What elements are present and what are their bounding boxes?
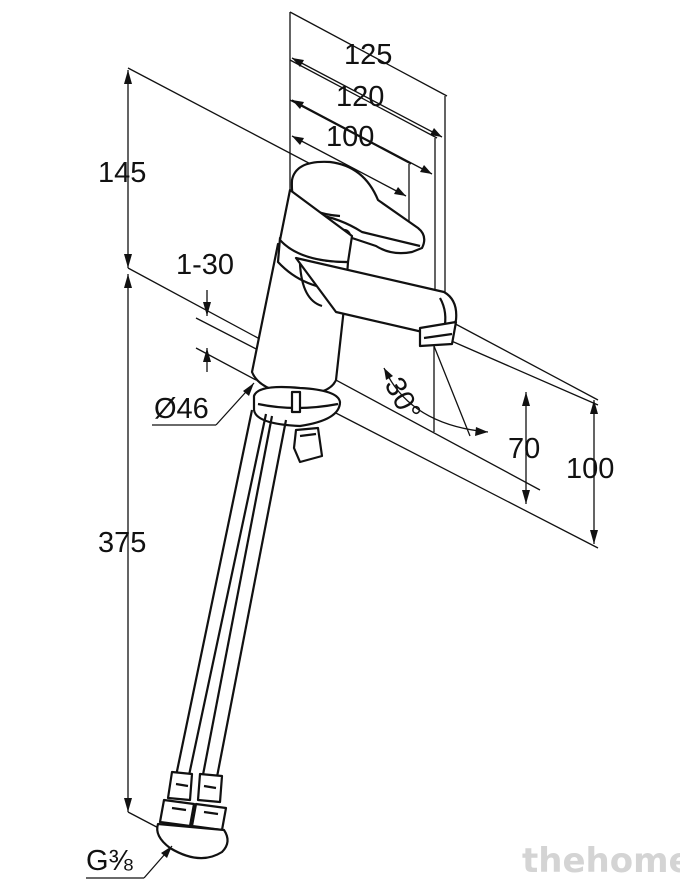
dimension-labels: 125 120 100 145 1-30 Ø46 30° 70 100 375 … (86, 39, 614, 877)
watermark-logo: thehome (522, 841, 680, 881)
supply-hoses (156, 409, 288, 860)
dim-100-right: 100 (566, 453, 614, 485)
dim-angle-30: 30° (378, 372, 427, 426)
dimension-lines (124, 11, 599, 835)
dim-thread-g38: G⅜ (86, 845, 134, 877)
dim-1-30: 1-30 (176, 249, 234, 281)
thread-leader (86, 845, 173, 879)
dim-70: 70 (508, 433, 540, 465)
dim-145: 145 (98, 157, 146, 189)
dim-diameter-46: Ø46 (154, 393, 209, 425)
dim-120: 120 (336, 81, 384, 113)
dim-375: 375 (98, 527, 146, 559)
hose-fittings (156, 770, 229, 860)
faucet-body (250, 160, 458, 464)
dim-100-top: 100 (326, 121, 374, 153)
dim-125: 125 (344, 39, 392, 71)
